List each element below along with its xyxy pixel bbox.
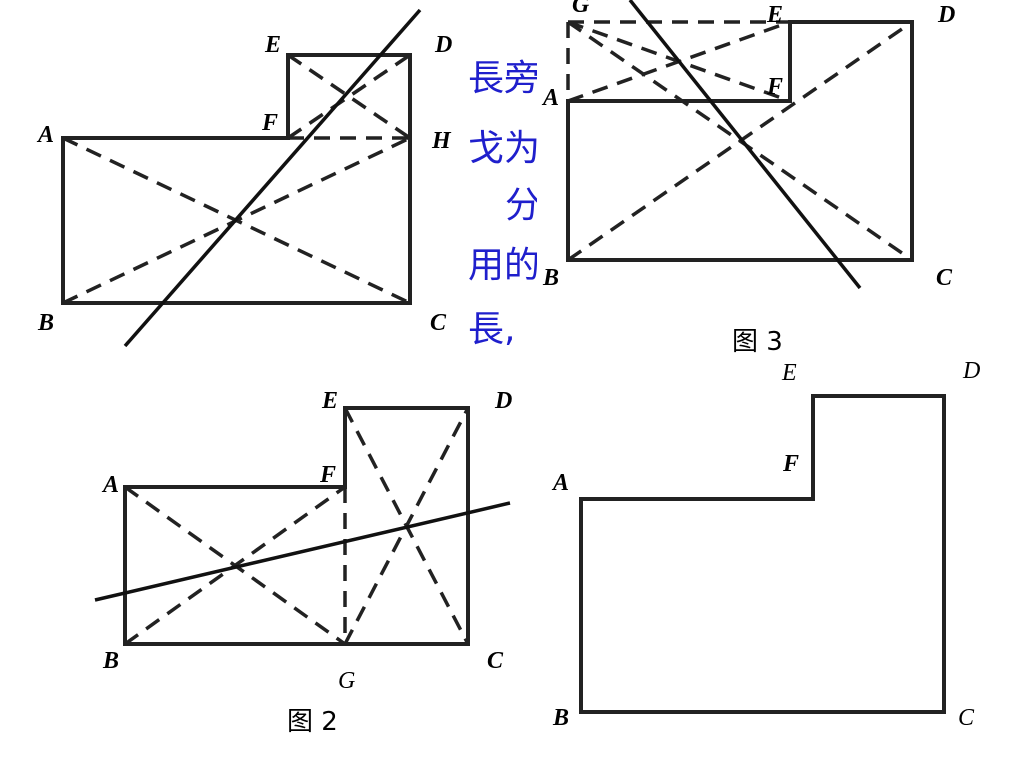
figure-caption: 图 2 [287, 707, 338, 737]
text-line-1: 長旁 [468, 58, 540, 99]
figure-bottom-left: A B C D E F G 图 2 [94, 388, 512, 737]
label-h: H [431, 128, 452, 154]
label-e: E [321, 388, 338, 414]
diagonal-e-h [287, 53, 411, 140]
label-c: C [958, 705, 975, 731]
figure-top-right: G A B C D E F 图 3 [537, 0, 955, 357]
label-f: F [319, 462, 336, 488]
dividing-line [628, 0, 862, 290]
text-line-2: 戈为 [468, 128, 540, 169]
label-b: B [102, 648, 119, 674]
text-line-5: 長, [468, 309, 515, 350]
figure-bottom-right: A B C D E F [551, 358, 980, 731]
label-e: E [781, 360, 797, 386]
figure-caption: 图 3 [732, 327, 783, 357]
label-g: G [338, 668, 355, 694]
label-f: F [766, 74, 783, 100]
label-d: D [434, 32, 452, 58]
label-b: B [37, 310, 54, 336]
label-d: D [494, 388, 512, 414]
label-g: G [572, 0, 590, 18]
label-d: D [937, 2, 955, 28]
label-c: C [487, 648, 504, 674]
label-f: F [782, 451, 799, 477]
label-b: B [542, 265, 559, 291]
diagonal-b-d [567, 20, 913, 262]
label-c: C [430, 310, 447, 336]
dividing-line [94, 501, 511, 602]
text-line-4: 用的 [468, 245, 540, 286]
label-f: F [261, 110, 278, 136]
l-shape-outline [579, 394, 946, 714]
label-b: B [552, 705, 569, 731]
overlapped-text: 長旁 戈为 分 用的 長, [468, 58, 541, 350]
label-a: A [36, 122, 54, 148]
label-a: A [541, 85, 559, 111]
label-e: E [766, 2, 783, 28]
label-d: D [962, 358, 980, 384]
dividing-line [123, 8, 422, 348]
label-c: C [936, 265, 953, 291]
label-a: A [101, 472, 119, 498]
label-a: A [551, 470, 569, 496]
figure-top-left: A B C D E F H [36, 8, 452, 348]
diagonal-f-d [287, 53, 411, 140]
label-e: E [264, 32, 281, 58]
text-line-3: 分 [505, 185, 541, 226]
